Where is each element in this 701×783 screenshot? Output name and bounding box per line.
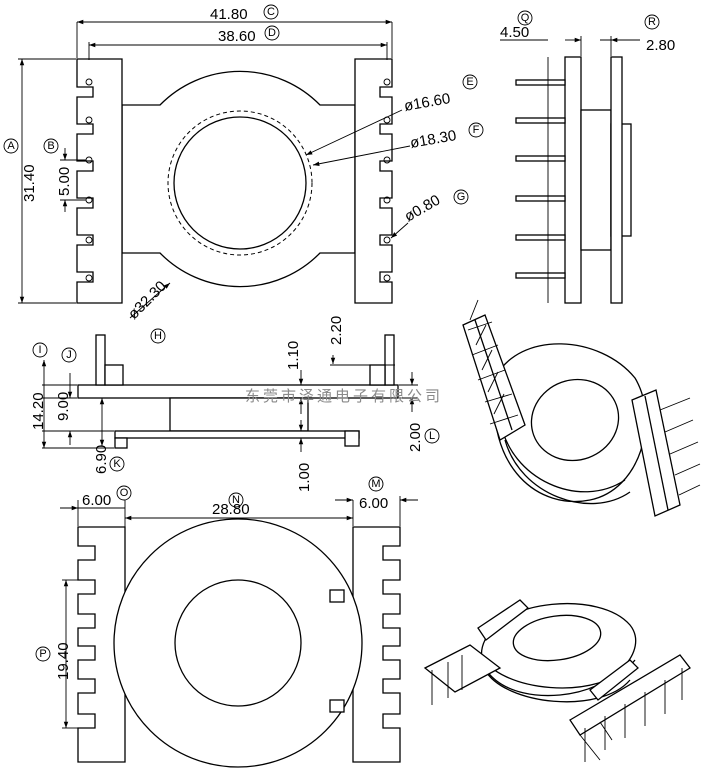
label-n: N — [228, 492, 244, 508]
svg-text:I: I — [38, 344, 41, 356]
label-h: H — [150, 328, 166, 344]
svg-text:D: D — [268, 27, 276, 39]
svg-text:J: J — [66, 349, 72, 361]
dim-6-00-left: 6.00 — [82, 492, 111, 509]
dim-19-40: 19.40 — [55, 642, 72, 680]
side-view-pins — [515, 79, 566, 279]
top-view-left-pin-strip — [76, 58, 123, 304]
dim-9-00: 9.00 — [55, 392, 72, 421]
label-c: C — [263, 4, 279, 20]
svg-text:N: N — [232, 494, 240, 506]
label-a: A — [3, 138, 19, 154]
svg-text:R: R — [648, 16, 656, 28]
bottom-view-flange — [113, 518, 363, 768]
dim-2-20: 2.20 — [328, 316, 345, 345]
label-o: O — [116, 485, 132, 501]
top-view-bore-inner — [173, 116, 307, 250]
label-q: Q — [517, 10, 533, 26]
dim-2-80: 2.80 — [646, 37, 675, 54]
dim-dia-16-60: ø16.60 — [403, 90, 452, 115]
front-view: 14.20 I 9.00 J 6.90 K 1.10 2.20 1.00 2.0… — [30, 316, 443, 492]
dim-5-00: 5.00 — [56, 167, 73, 196]
dim-6-00-right: 6.00 — [359, 495, 388, 512]
dim-31-40: 31.40 — [21, 164, 38, 202]
side-view: 4.50 Q 2.80 R — [500, 10, 675, 304]
svg-text:O: O — [120, 487, 129, 499]
top-view: 41.80 C 38.60 D 31.40 A 5.00 B ø16.60 E … — [3, 4, 484, 344]
label-l: L — [424, 428, 440, 444]
label-j: J — [61, 347, 77, 363]
svg-text:G: G — [457, 191, 466, 203]
dim-38-60: 38.60 — [218, 28, 256, 45]
label-e: E — [462, 74, 478, 90]
dim-1-10: 1.10 — [285, 341, 302, 370]
top-view-flange-body — [121, 70, 356, 288]
dim-6-90: 6.90 — [93, 445, 110, 474]
watermark: 东莞市泽通电子有限公司 — [245, 387, 443, 405]
dim-4-50: 4.50 — [500, 24, 529, 41]
dim-1-00: 1.00 — [296, 463, 313, 492]
bottom-view: 6.00 O 28.80 N 6.00 M 19.40 P — [35, 476, 418, 768]
svg-text:E: E — [466, 76, 473, 88]
svg-text:C: C — [267, 6, 275, 18]
svg-text:M: M — [371, 478, 380, 490]
dim-2-00: 2.00 — [407, 423, 424, 452]
label-m: M — [368, 476, 384, 492]
svg-text:H: H — [154, 330, 162, 342]
label-b: B — [43, 138, 59, 154]
svg-text:Q: Q — [521, 12, 530, 24]
bottom-view-left-strip — [77, 526, 126, 763]
label-d: D — [264, 25, 280, 41]
label-g: G — [453, 189, 469, 205]
svg-text:B: B — [47, 140, 54, 152]
top-view-bore-outer-dashed — [167, 110, 313, 256]
label-p: P — [35, 646, 51, 662]
svg-text:F: F — [473, 124, 480, 136]
label-f: F — [468, 122, 484, 138]
isometric-view-lower — [423, 599, 691, 762]
dim-41-80: 41.80 — [210, 6, 248, 23]
bottom-view-right-strip — [352, 526, 401, 763]
svg-text:P: P — [39, 648, 46, 660]
svg-text:L: L — [429, 430, 435, 442]
dim-28-80: 28.80 — [212, 501, 250, 518]
label-r: R — [644, 14, 660, 30]
svg-text:A: A — [7, 140, 15, 152]
svg-text:K: K — [113, 458, 121, 470]
dim-14-20: 14.20 — [30, 392, 47, 430]
label-k: K — [109, 456, 125, 472]
label-i: I — [32, 342, 48, 358]
isometric-view-upper — [462, 299, 701, 517]
dim-dia-0-80: ø0.80 — [402, 192, 444, 226]
top-view-right-pin-strip — [354, 58, 393, 304]
dim-dia-32-30: ø32.30 — [125, 278, 170, 323]
dim-dia-18-30: ø18.30 — [409, 127, 458, 152]
bottom-view-bore — [174, 579, 302, 707]
